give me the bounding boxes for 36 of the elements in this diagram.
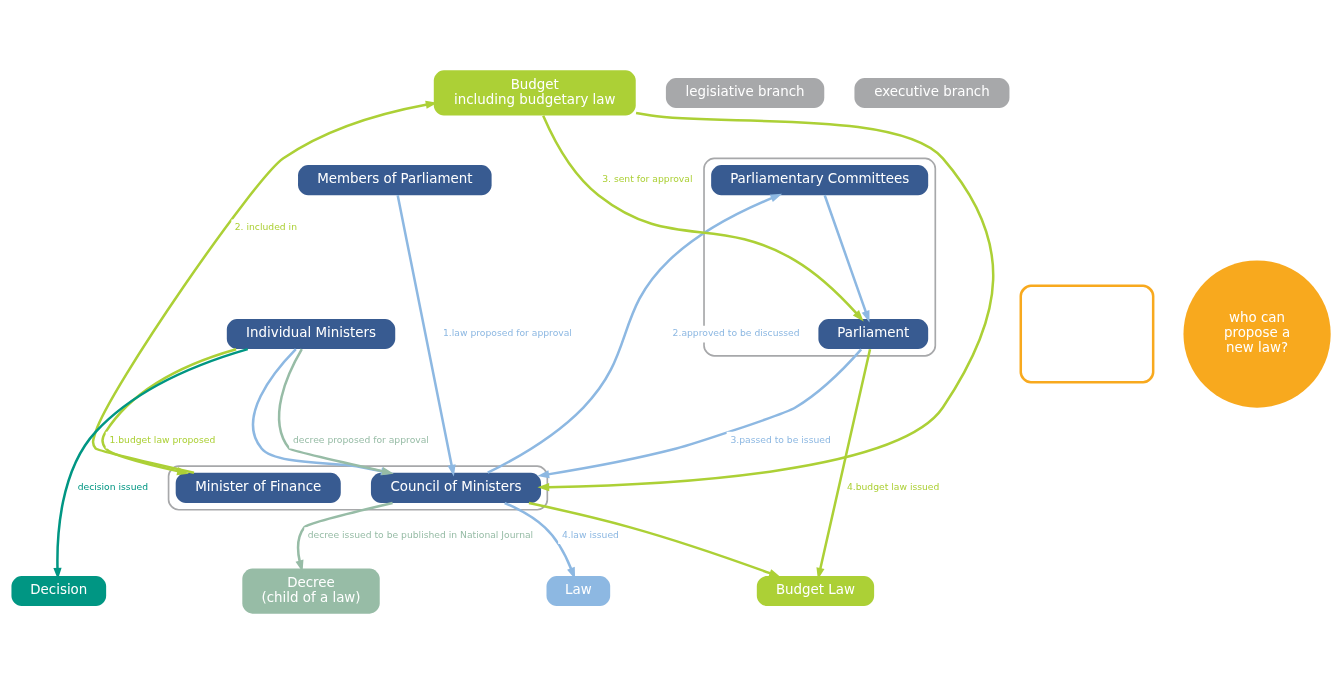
edge-label: decree proposed for approval (293, 433, 429, 445)
node-box (1019, 284, 1155, 383)
arrow (823, 194, 870, 322)
arrow (537, 348, 863, 478)
node-box: Budget including budgetary law (433, 69, 636, 116)
node-box: Parliament (818, 318, 929, 349)
arrow (537, 111, 995, 491)
node-box: Individual Ministers (226, 318, 396, 349)
arrow (504, 501, 576, 579)
edge-label: 4.budget law issued (846, 480, 940, 492)
arrow (101, 347, 237, 475)
node-circle: who can propose a new law? (1183, 259, 1331, 408)
edge-label: 2.approved to be discussed (672, 326, 800, 338)
edge-label: 3.passed to be issued (730, 433, 831, 445)
edge-label: 4.law issued (561, 528, 619, 540)
node-box: Minister of Finance (175, 472, 341, 503)
node-box: Parliamentary Committees (711, 164, 929, 195)
node-box: Decision (11, 575, 107, 606)
node-box: Decree (child of a law) (242, 567, 380, 614)
arrow (487, 193, 783, 474)
edge-label: decision issued (77, 480, 149, 492)
node-box: Budget Law (756, 575, 875, 606)
arrow (528, 501, 781, 577)
edge-label: 3. sent for approval (602, 172, 693, 184)
edge-label: decree issued to be published in National Journal (307, 528, 534, 540)
node-box: Members of Parliament (298, 164, 492, 195)
node-box: executive branch (854, 77, 1010, 108)
node-box: Council of Ministers (370, 472, 542, 503)
arrow (396, 194, 456, 477)
edge-label: 1.law proposed for approval (443, 326, 572, 338)
node-box: legisiative branch (665, 77, 825, 108)
edge-label: 1.budget law proposed (109, 433, 216, 445)
edge-label: 2. included in (234, 220, 297, 232)
node-box: Law (546, 575, 611, 606)
arrow (295, 501, 393, 572)
arrow (542, 114, 864, 321)
